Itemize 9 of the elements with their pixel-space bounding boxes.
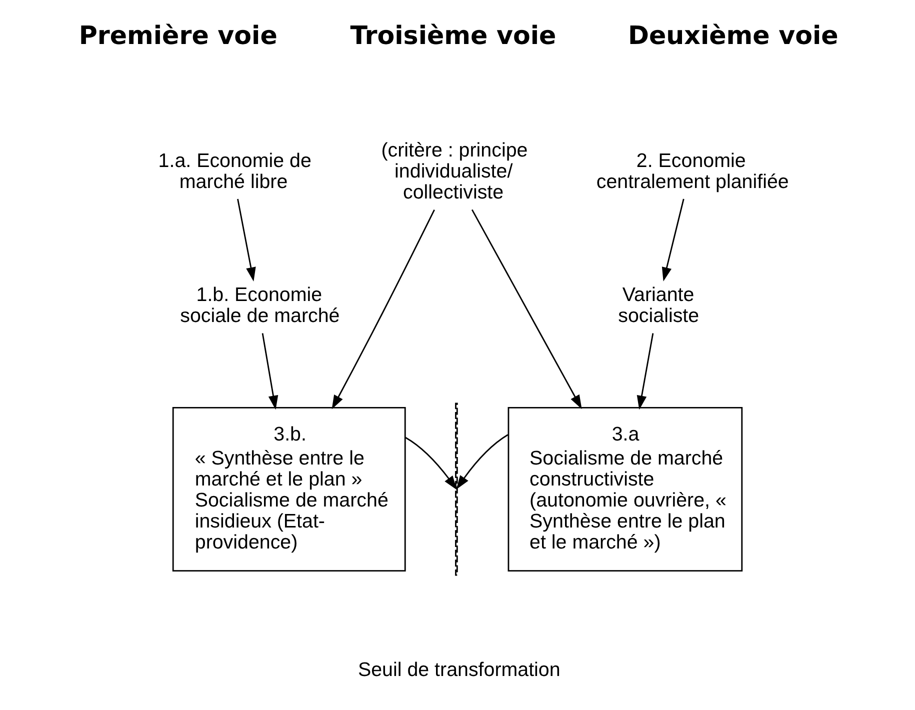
node-text: Variante socialiste: [618, 284, 700, 328]
node-text: 1.b. Economie sociale de marché: [180, 284, 340, 328]
label: Seuil de transformation: [358, 658, 560, 681]
label: Première voie: [78, 21, 278, 50]
node-text: 2. Economie centralement planifiée: [596, 150, 789, 193]
label: Troisième voie: [350, 21, 556, 50]
node-text: (critère : principe individualiste/ collectiviste: [381, 139, 528, 204]
node-text: 1.a. Economie de marché libre: [158, 150, 312, 193]
label: Deuxième voie: [628, 21, 838, 50]
